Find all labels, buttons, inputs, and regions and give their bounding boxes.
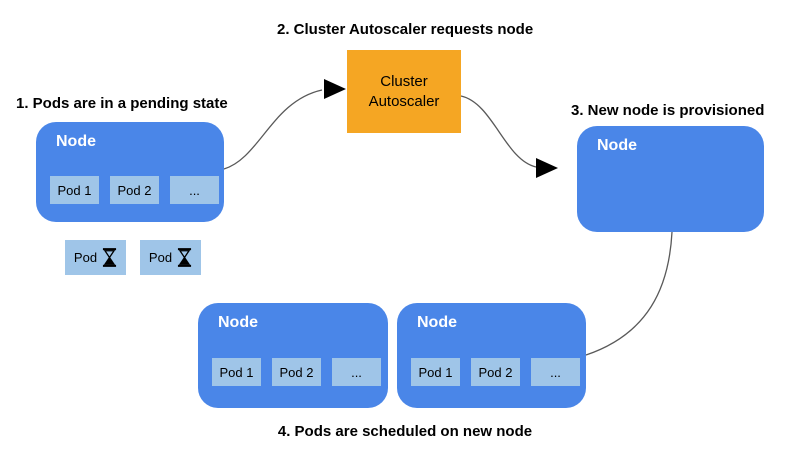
arrow-new-node-to-bottom-node <box>585 231 673 356</box>
pod: Pod 1 <box>50 176 99 204</box>
pod: Pod 1 <box>411 358 460 386</box>
step3-title: 3. New node is provisioned <box>571 102 765 119</box>
pod: Pod 2 <box>471 358 520 386</box>
hourglass-icon <box>178 248 192 267</box>
pending-pod-label: Pod <box>73 250 98 265</box>
pod: Pod 1 <box>212 358 261 386</box>
new-node-label: Node <box>597 137 637 154</box>
bottom-right-pod-row: Pod 1 Pod 2 ... <box>411 358 580 386</box>
pod: Pod 2 <box>110 176 159 204</box>
pod-ellipsis: ... <box>170 176 219 204</box>
pod-ellipsis: ... <box>332 358 381 386</box>
bottom-right-node-label: Node <box>417 314 457 331</box>
step4-title: 4. Pods are scheduled on new node <box>277 423 533 440</box>
step1-title: 1. Pods are in a pending state <box>16 95 228 112</box>
step2-title: 2. Cluster Autoscaler requests node <box>277 21 534 38</box>
pending-pod-1: Pod <box>65 240 126 275</box>
pending-pod-label: Pod <box>148 250 173 265</box>
bottom-left-pod-row: Pod 1 Pod 2 ... <box>212 358 381 386</box>
cluster-autoscaler-box: Cluster Autoscaler <box>347 50 461 133</box>
bottom-right-node: Node Pod 1 Pod 2 ... <box>397 303 586 408</box>
pending-pod-2: Pod <box>140 240 201 275</box>
arrow-pending-node-to-autoscaler <box>223 79 346 170</box>
new-node: Node <box>577 126 764 232</box>
pending-node-label: Node <box>56 133 96 150</box>
pod: Pod 2 <box>272 358 321 386</box>
pending-node-pod-row: Pod 1 Pod 2 ... <box>50 176 219 204</box>
bottom-left-node: Node Pod 1 Pod 2 ... <box>198 303 388 408</box>
bottom-left-node-label: Node <box>218 314 258 331</box>
pod-ellipsis: ... <box>531 358 580 386</box>
pending-node: Node Pod 1 Pod 2 ... <box>36 122 224 222</box>
arrow-autoscaler-to-new-node <box>460 95 558 178</box>
hourglass-icon <box>103 248 117 267</box>
